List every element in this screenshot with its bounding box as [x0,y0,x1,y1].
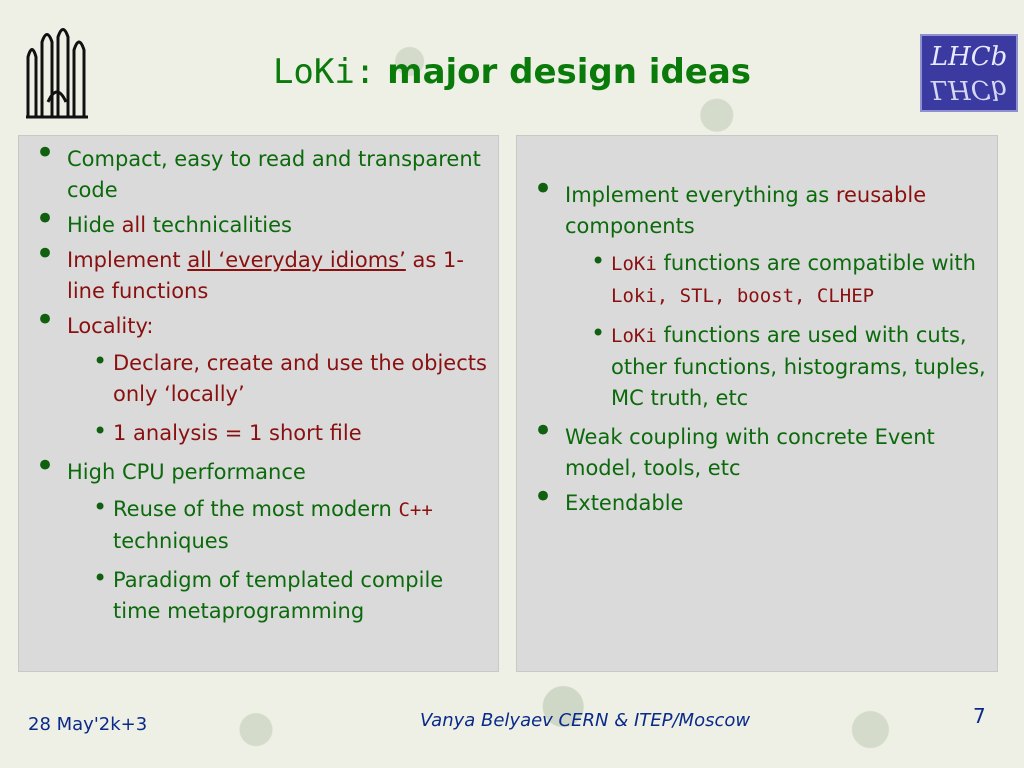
institute-logo [22,22,92,122]
bullet-locality: Locality: Declare, create and use the ob… [19,305,489,449]
bullet-reusable: Implement everything as reusable compone… [517,174,992,414]
sub-bullet-reuse: Reuse of the most modern C++ techniques [67,492,489,557]
sub-bullet-declare: Declare, create and use the objects only… [67,346,489,410]
bullet-implement: Implement all ‘everyday idioms’ as 1-lin… [19,239,489,307]
sub-bullet-compatible: LoKi functions are compatible with Loki,… [565,246,992,312]
sub-bullet-paradigm: Paradigm of templated compile time metap… [67,563,489,627]
page-number: 7 [973,704,986,728]
left-panel: Compact, easy to read and transparent co… [18,135,499,672]
sub-bullet-used-with: LoKi functions are used with cuts, other… [565,318,992,414]
right-panel: Implement everything as reusable compone… [516,135,998,672]
slide-title: LoKi: major design ideas [0,52,1024,92]
bullet-hide: Hide all technicalities [19,204,489,241]
lhcb-logo: LHCb LHCb [920,34,1018,112]
footer-date: 28 May'2k+3 [28,714,148,735]
bullet-compact: Compact, easy to read and transparent co… [19,138,489,206]
title-code: LoKi: [272,52,376,92]
footer-author: Vanya Belyaev CERN & ITEP/Moscow [420,710,751,731]
bullet-cpu: High CPU performance Reuse of the most m… [19,451,489,627]
title-text: major design ideas [375,52,752,92]
bullet-weak-coupling: Weak coupling with concrete Event model,… [517,416,992,484]
bullet-extendable: Extendable [517,482,992,519]
sub-bullet-analysis: 1 analysis = 1 short file [67,416,489,449]
